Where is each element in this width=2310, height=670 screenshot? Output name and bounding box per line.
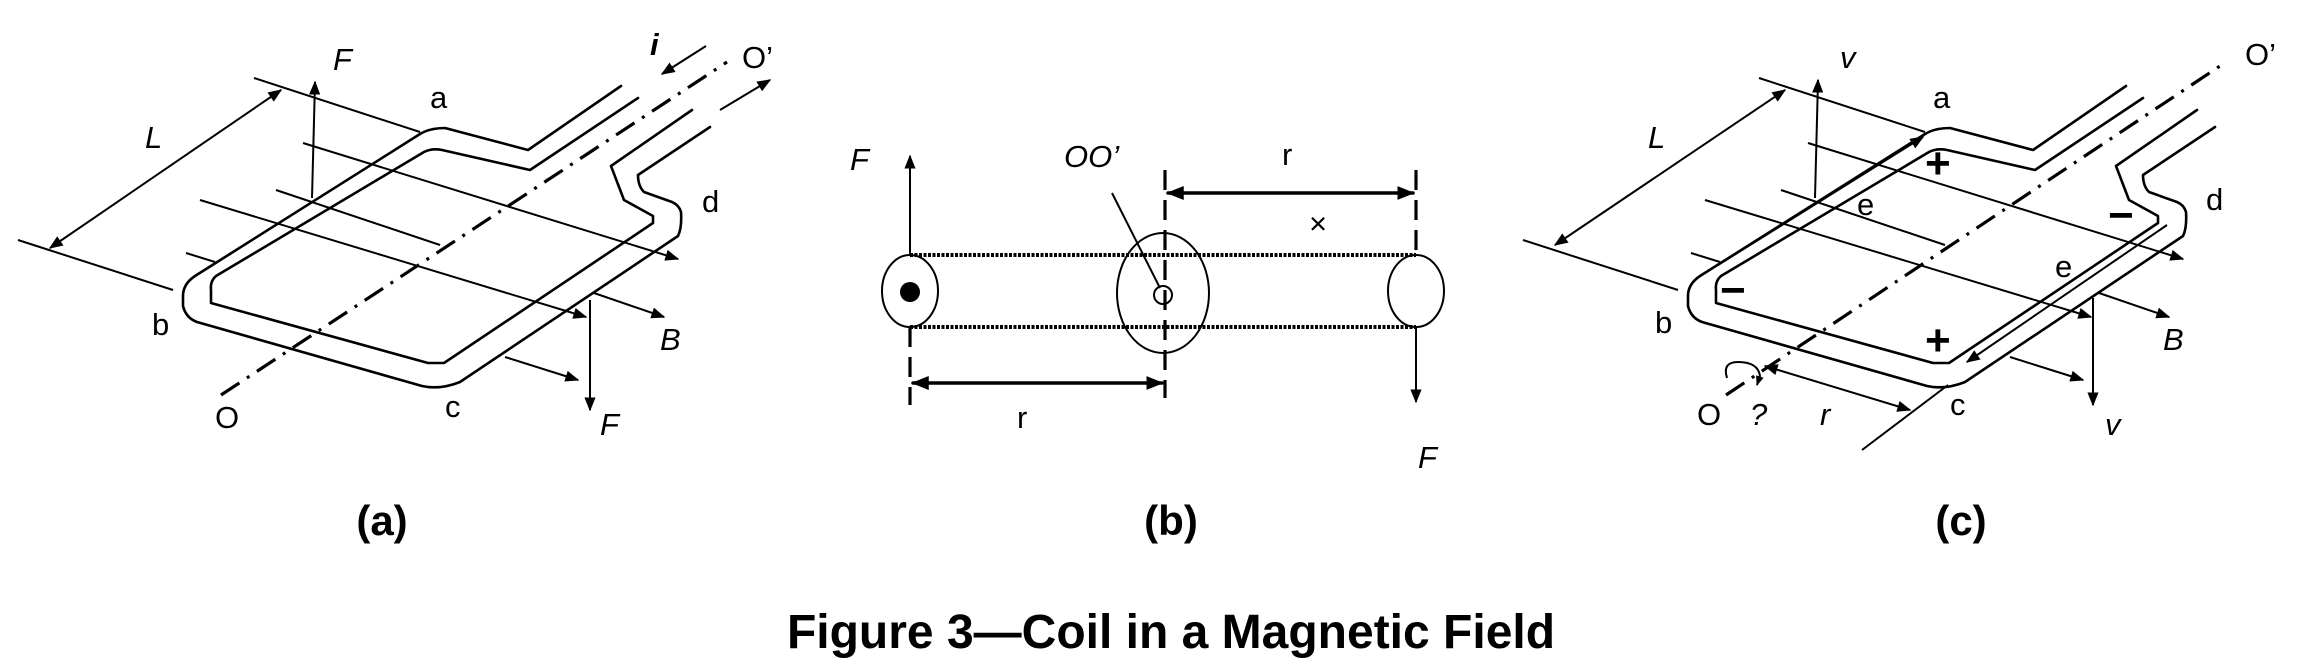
label-plus-bottom: + xyxy=(1925,316,1951,365)
label-side-a: a xyxy=(430,80,448,115)
label-side-c: c xyxy=(445,389,461,424)
label-radius-c: r xyxy=(1820,397,1832,432)
label-emf-bottom: e xyxy=(2055,249,2072,284)
label-axis-b: OO’ xyxy=(1064,139,1120,174)
label-force-top-b: F xyxy=(850,142,871,177)
panel-a: F i O’ L a b c d B F O xyxy=(18,27,773,442)
caption-c: (c) xyxy=(1935,497,1986,544)
axis-point xyxy=(1153,285,1173,305)
axis-c xyxy=(1725,60,2227,397)
label-length-a: L xyxy=(145,120,162,155)
rotation-arrow xyxy=(1724,360,1764,386)
label-radius-bottom: r xyxy=(1017,400,1027,435)
conductor-right-cap xyxy=(1387,254,1445,328)
label-rotation: ? xyxy=(1750,397,1768,432)
lead-direction-arrow xyxy=(719,79,772,111)
emf-strip-right xyxy=(1965,224,2168,363)
radius-extension-line xyxy=(1861,384,1949,451)
length-dimension-c xyxy=(1553,89,1787,246)
velocity-arrow-top xyxy=(1812,78,1824,199)
figure-title: Figure 3—Coil in a Magnetic Field xyxy=(787,606,1555,659)
axis-leader xyxy=(1111,192,1161,289)
label-minus-right: − xyxy=(2108,191,2134,240)
emf-strip-left xyxy=(1717,136,1925,266)
axis-a xyxy=(220,60,728,397)
label-plus-top: + xyxy=(1925,139,1951,188)
radius-dimension-c xyxy=(1763,364,1912,412)
label-emf-top: e xyxy=(1857,187,1874,222)
label-current: i xyxy=(650,27,660,62)
label-velocity-bottom: v xyxy=(2105,407,2122,442)
current-arrow xyxy=(660,45,707,75)
current-out-dot xyxy=(900,282,920,302)
label-velocity-top: v xyxy=(1840,40,1857,75)
label-side-b: b xyxy=(152,307,169,342)
label-axis-start-c: O xyxy=(1697,397,1721,432)
label-field-a: B xyxy=(660,322,681,357)
label-field-c: B xyxy=(2163,322,2184,357)
length-dimension-a xyxy=(48,89,283,249)
label-force-bottom-a: F xyxy=(600,407,621,442)
label-length-c: L xyxy=(1648,120,1665,155)
label-side-b-c: b xyxy=(1655,305,1672,340)
label-force-top-a: F xyxy=(333,42,354,77)
label-axis-start-a: O xyxy=(215,400,239,435)
label-axis-end-c: O’ xyxy=(2245,37,2276,72)
label-side-c-c: c xyxy=(1950,387,1966,422)
label-axis-end-a: O’ xyxy=(742,40,773,75)
panel-b: F OO’ r × r F xyxy=(850,137,1445,475)
label-side-d-c: d xyxy=(2206,182,2223,217)
label-side-a-c: a xyxy=(1933,80,1951,115)
label-radius-top: r xyxy=(1282,137,1292,172)
label-force-bottom-b: F xyxy=(1418,440,1439,475)
rotation-circle xyxy=(1116,232,1210,354)
label-minus-left: − xyxy=(1720,266,1746,315)
caption-a: (a) xyxy=(356,497,407,544)
label-side-d: d xyxy=(702,184,719,219)
caption-b: (b) xyxy=(1144,497,1198,544)
label-cross-mark: × xyxy=(1309,206,1327,241)
panel-c: v O’ L a + e d − e − b + B O ? r c v xyxy=(1523,37,2276,451)
force-arrow-top-a xyxy=(309,80,321,199)
coil-a xyxy=(18,78,710,387)
